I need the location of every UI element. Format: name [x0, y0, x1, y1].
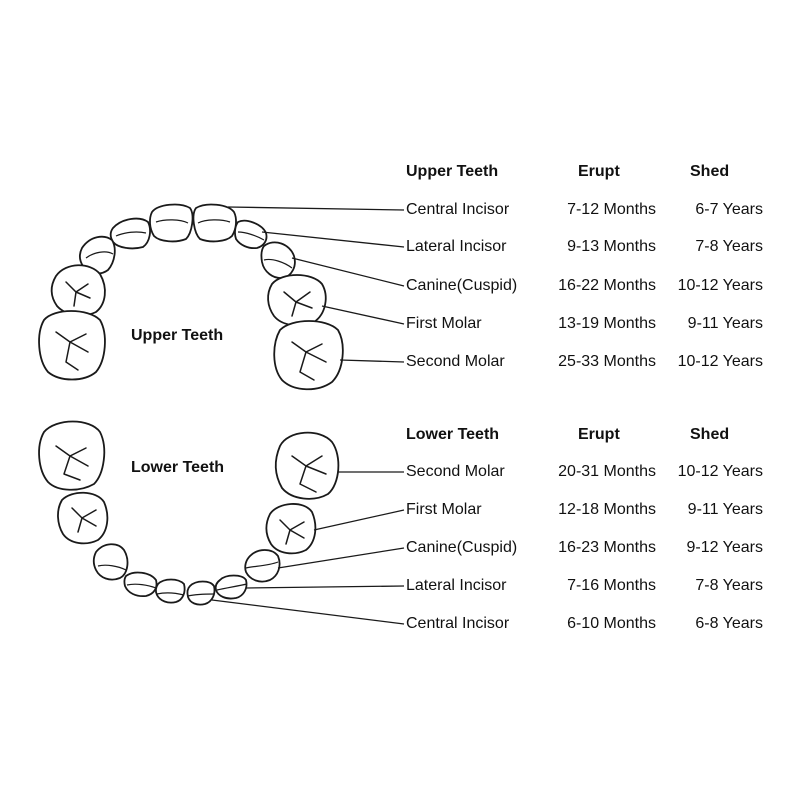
lower-canine-right	[244, 549, 281, 583]
lower-header-erupt: Erupt	[578, 426, 620, 443]
upper-leader-lines	[227, 206, 405, 363]
leader-lower-central-incisor	[211, 599, 405, 625]
upper-central-incisor-right	[192, 203, 237, 243]
upper-arch-label: Upper Teeth	[131, 327, 224, 344]
lower-row-shed: 9-12 Years	[686, 539, 763, 556]
lower-lateral-incisor-right	[214, 574, 248, 600]
upper-row-name: Lateral Incisor	[406, 238, 507, 255]
lower-row-name: First Molar	[406, 501, 482, 518]
leader-upper-second-molar	[339, 359, 405, 363]
lower-central-incisor-right	[186, 580, 216, 606]
upper-header-name: Upper Teeth	[406, 163, 499, 180]
lower-second-molar-right	[274, 431, 340, 500]
upper-central-incisor-left	[149, 203, 194, 243]
upper-arch	[38, 203, 344, 391]
lower-row-shed: 6-8 Years	[695, 615, 763, 632]
upper-lateral-incisor-left	[109, 217, 151, 250]
lower-first-molar-right	[265, 503, 317, 555]
upper-row-shed: 7-8 Years	[695, 238, 763, 255]
lower-row-shed: 9-11 Years	[687, 501, 763, 518]
lower-canine-left	[92, 543, 129, 581]
lower-row-name: Lateral Incisor	[406, 577, 507, 594]
upper-canine-right	[260, 241, 296, 279]
lower-leader-lines	[211, 471, 405, 625]
lower-header-name: Lower Teeth	[406, 426, 500, 443]
lower-row-name: Second Molar	[406, 463, 505, 480]
lower-second-molar-left	[38, 420, 106, 491]
lower-row-erupt: 7-16 Months	[567, 577, 656, 594]
lower-row-erupt: 6-10 Months	[567, 615, 656, 632]
lower-row-erupt: 20-31 Months	[558, 463, 656, 480]
upper-header-erupt: Erupt	[578, 163, 620, 180]
upper-row-erupt: 13-19 Months	[558, 315, 656, 332]
lower-first-molar-left	[57, 491, 109, 545]
upper-first-molar-right	[267, 274, 327, 327]
lower-arch	[38, 420, 340, 606]
lower-row-name: Central Incisor	[406, 615, 510, 632]
upper-first-molar-left	[50, 264, 106, 317]
lower-header-shed: Shed	[690, 426, 730, 443]
upper-row-erupt: 25-33 Months	[558, 353, 656, 370]
upper-row-name: Canine(Cuspid)	[406, 277, 518, 294]
lower-row-erupt: 12-18 Months	[558, 501, 656, 518]
leader-lower-first-molar	[313, 509, 405, 531]
upper-row-shed: 9-11 Years	[687, 315, 763, 332]
upper-row-erupt: 9-13 Months	[567, 238, 656, 255]
leader-upper-canine	[291, 257, 405, 287]
upper-row-shed: 6-7 Years	[695, 201, 763, 218]
leader-lower-canine	[277, 547, 405, 569]
lower-row-name: Canine(Cuspid)	[406, 539, 518, 556]
lower-row-shed: 10-12 Years	[677, 463, 763, 480]
leader-upper-first-molar	[321, 305, 405, 325]
upper-row-shed: 10-12 Years	[677, 353, 763, 370]
lower-arch-label: Lower Teeth	[131, 459, 225, 476]
lower-lateral-incisor-left	[123, 571, 158, 598]
upper-lateral-incisor-right	[234, 219, 268, 250]
upper-row-shed: 10-12 Years	[677, 277, 763, 294]
leader-upper-lateral-incisor	[261, 231, 405, 248]
upper-second-molar-right	[273, 320, 344, 391]
upper-second-molar-left	[38, 310, 106, 381]
leader-lower-lateral-incisor	[245, 585, 405, 589]
upper-row-erupt: 16-22 Months	[558, 277, 656, 294]
upper-row-name: Central Incisor	[406, 201, 510, 218]
leader-upper-central-incisor	[227, 206, 405, 211]
upper-row-erupt: 7-12 Months	[567, 201, 656, 218]
upper-row-name: First Molar	[406, 315, 482, 332]
upper-canine-left	[78, 235, 116, 275]
upper-row-name: Second Molar	[406, 353, 505, 370]
lower-row-erupt: 16-23 Months	[558, 539, 656, 556]
upper-header-shed: Shed	[690, 163, 730, 180]
lower-row-shed: 7-8 Years	[695, 577, 763, 594]
lower-central-incisor-left	[155, 578, 186, 604]
